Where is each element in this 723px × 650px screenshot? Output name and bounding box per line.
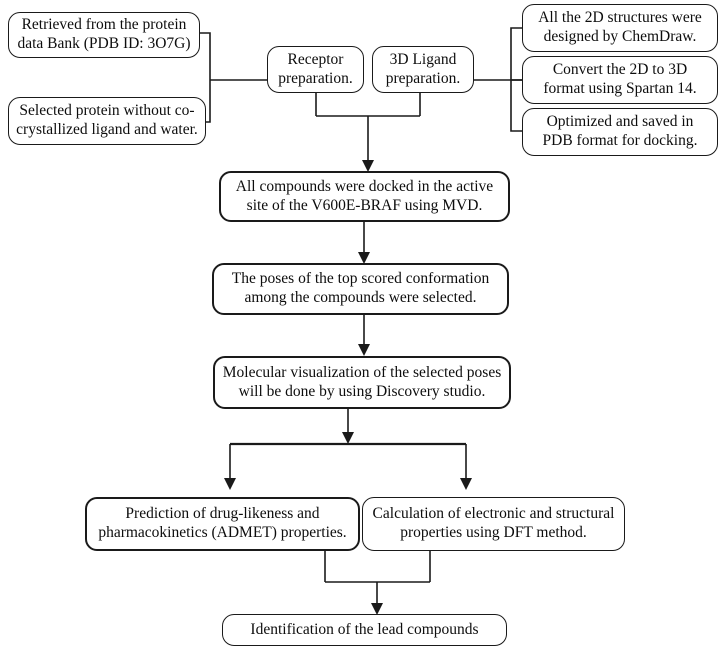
- node-docking[interactable]: All compounds were docked in the active …: [219, 171, 510, 222]
- node-top-poses-label: The poses of the top scored conformation…: [231, 270, 490, 306]
- node-receptor-preparation-label: Receptor preparation.: [278, 50, 353, 87]
- node-dft[interactable]: Calculation of electronic and structural…: [362, 497, 625, 551]
- node-optimize-pdb[interactable]: Optimized and saved in PDB format for do…: [522, 108, 718, 156]
- node-structures-chemdraw-label: All the 2D structures were designed by C…: [538, 9, 702, 45]
- node-ligand-preparation[interactable]: 3D Ligand preparation.: [372, 46, 474, 93]
- node-protein-source[interactable]: Retrieved from the protein data Bank (PD…: [8, 12, 200, 58]
- arrowhead-to-dft: [460, 478, 472, 490]
- node-admet-label: Prediction of drug-likeness and pharmaco…: [98, 505, 347, 541]
- node-docking-label: All compounds were docked in the active …: [235, 177, 494, 214]
- node-dft-label: Calculation of electronic and structural…: [372, 505, 615, 541]
- node-lead-compounds[interactable]: Identification of the lead compounds: [222, 614, 507, 646]
- arrowhead-to-admet: [224, 478, 236, 490]
- node-admet[interactable]: Prediction of drug-likeness and pharmaco…: [85, 497, 360, 551]
- node-top-poses[interactable]: The poses of the top scored conformation…: [212, 263, 509, 315]
- node-lead-compounds-label: Identification of the lead compounds: [250, 620, 479, 638]
- node-convert-spartan-label: Convert the 2D to 3D format using Sparta…: [543, 61, 697, 97]
- arrowhead-to-visualization: [358, 344, 370, 356]
- node-ligand-preparation-label: 3D Ligand preparation.: [385, 50, 461, 87]
- node-convert-spartan[interactable]: Convert the 2D to 3D format using Sparta…: [522, 56, 718, 104]
- node-protein-source-label: Retrieved from the protein data Bank (PD…: [17, 16, 191, 52]
- arrowhead-to-split-bar: [342, 432, 354, 444]
- node-visualization[interactable]: Molecular visualization of the selected …: [213, 356, 511, 409]
- node-protein-cleanup[interactable]: Selected protein without co- crystallize…: [8, 97, 206, 145]
- node-visualization-label: Molecular visualization of the selected …: [222, 363, 502, 400]
- node-protein-cleanup-label: Selected protein without co- crystallize…: [16, 102, 198, 138]
- node-structures-chemdraw[interactable]: All the 2D structures were designed by C…: [522, 4, 718, 52]
- node-receptor-preparation[interactable]: Receptor preparation.: [267, 46, 364, 93]
- node-optimize-pdb-label: Optimized and saved in PDB format for do…: [542, 113, 698, 149]
